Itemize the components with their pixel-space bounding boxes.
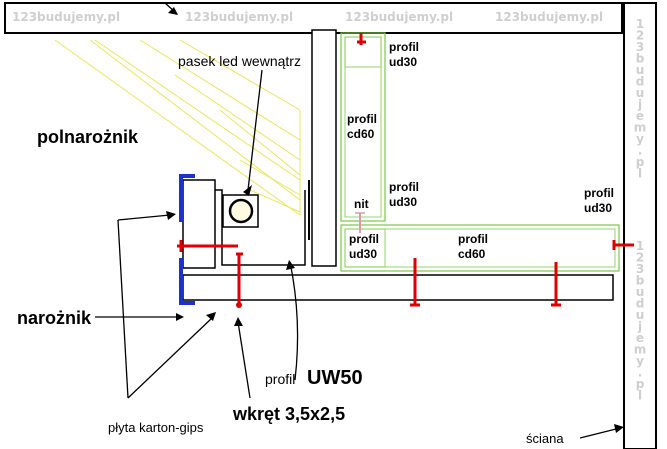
watermark-vertical-char: m (634, 121, 647, 135)
wall (623, 2, 657, 449)
watermark-vertical-char: j (637, 98, 642, 112)
screws (177, 33, 634, 307)
profile-uw50 (215, 189, 306, 266)
watermark-vertical-char: m (634, 343, 647, 357)
watermark-vertical-char: u (636, 86, 645, 100)
watermark-vertical-char: l (638, 389, 642, 403)
watermark-vertical-char: 2 (636, 251, 644, 265)
arrowheads (166, 7, 624, 433)
label-profil-ud30-right-2: ud30 (584, 201, 612, 215)
watermark-vertical-char: 3 (636, 262, 644, 276)
label-uw50: UW50 (307, 367, 363, 389)
label-naroznik: narożnik (17, 308, 92, 328)
label-profil-ud30-right-1: profil (584, 186, 614, 200)
profile-cd60-vertical-outer (340, 32, 386, 222)
watermark-vertical-char: e (636, 331, 644, 345)
watermark-vertical-char: y (636, 132, 644, 146)
watermark-vertical-char: p (636, 377, 645, 391)
watermark-vertical-char: b (636, 274, 645, 288)
label-profil-ud30-mid-1: profil (389, 180, 419, 194)
label-polnaroznik: polnarożnik (37, 127, 139, 147)
tall-vertical-board (311, 29, 337, 267)
label-nit: nit (354, 197, 369, 211)
label-profil-cd60-horiz-2: cd60 (458, 247, 486, 261)
screw-head (236, 302, 242, 308)
cornerbead-top (179, 174, 195, 222)
watermark-vertical-char: 3 (636, 40, 644, 54)
watermark-vertical-char: d (636, 297, 645, 311)
watermark-top-3: 123budujemy.pl (345, 10, 453, 24)
cornerbead-bottom (179, 258, 195, 305)
watermark-vertical-char: p (636, 155, 645, 169)
watermark-vertical-char: 1 (636, 17, 644, 31)
profile-cd60-horizontal-outer (340, 224, 620, 272)
watermark-vertical-2: 123budujemy.pl (634, 239, 647, 403)
label-plyta: płyta karton-gips (108, 420, 204, 435)
light-rays (54, 39, 301, 216)
watermark-vertical-char: u (636, 63, 645, 77)
led-bulb (228, 198, 254, 224)
watermark-vertical-1: 123budujemy.pl (634, 17, 647, 181)
label-profil-uw50-word: profil (265, 371, 295, 387)
watermark-vertical-char: . (638, 144, 643, 158)
watermark-top-4: 123budujemy.pl (495, 10, 603, 24)
label-profil-ud30-mid-2: ud30 (389, 195, 417, 209)
top-board (4, 2, 623, 34)
label-pasek-led: pasek led wewnątrz (178, 53, 301, 69)
label-profil-ud30-horiz-1: profil (349, 232, 379, 246)
vertical-board (182, 179, 216, 269)
label-profil-ud30-horiz-2: ud30 (349, 247, 377, 261)
label-wkret: wkręt 3,5x2,5 (232, 404, 345, 424)
watermark-vertical-char: j (637, 320, 642, 334)
watermark-vertical-char: d (636, 75, 645, 89)
watermark-vertical-char: e (636, 109, 644, 123)
profile-ud30-top-box (344, 36, 382, 68)
bottom-board (182, 274, 614, 301)
label-profil-cd60-horiz-1: profil (458, 232, 488, 246)
watermark-vertical-char: u (636, 285, 645, 299)
watermark-vertical-char: l (638, 167, 642, 181)
watermark-top-1: 123budujemy.pl (12, 10, 120, 24)
watermark-vertical-char: u (636, 308, 645, 322)
watermark-top-2: 123budujemy.pl (185, 10, 293, 24)
watermark-vertical-char: 1 (636, 239, 644, 253)
pointer-lines (95, 2, 621, 439)
profile-ud30-horiz-box (344, 228, 386, 268)
label-profil-ud30-top-2: ud30 (389, 55, 417, 69)
watermark-vertical-char: 2 (636, 29, 644, 43)
label-profil-cd60-vert-2: cd60 (347, 127, 375, 141)
watermark-vertical-char: b (636, 52, 645, 66)
label-sciana: ściana (526, 431, 564, 446)
label-profil-ud30-top-1: profil (389, 40, 419, 54)
label-profil-cd60-vert-1: profil (347, 112, 377, 126)
watermark-vertical-char: . (638, 366, 643, 380)
watermark-vertical-char: y (636, 354, 644, 368)
